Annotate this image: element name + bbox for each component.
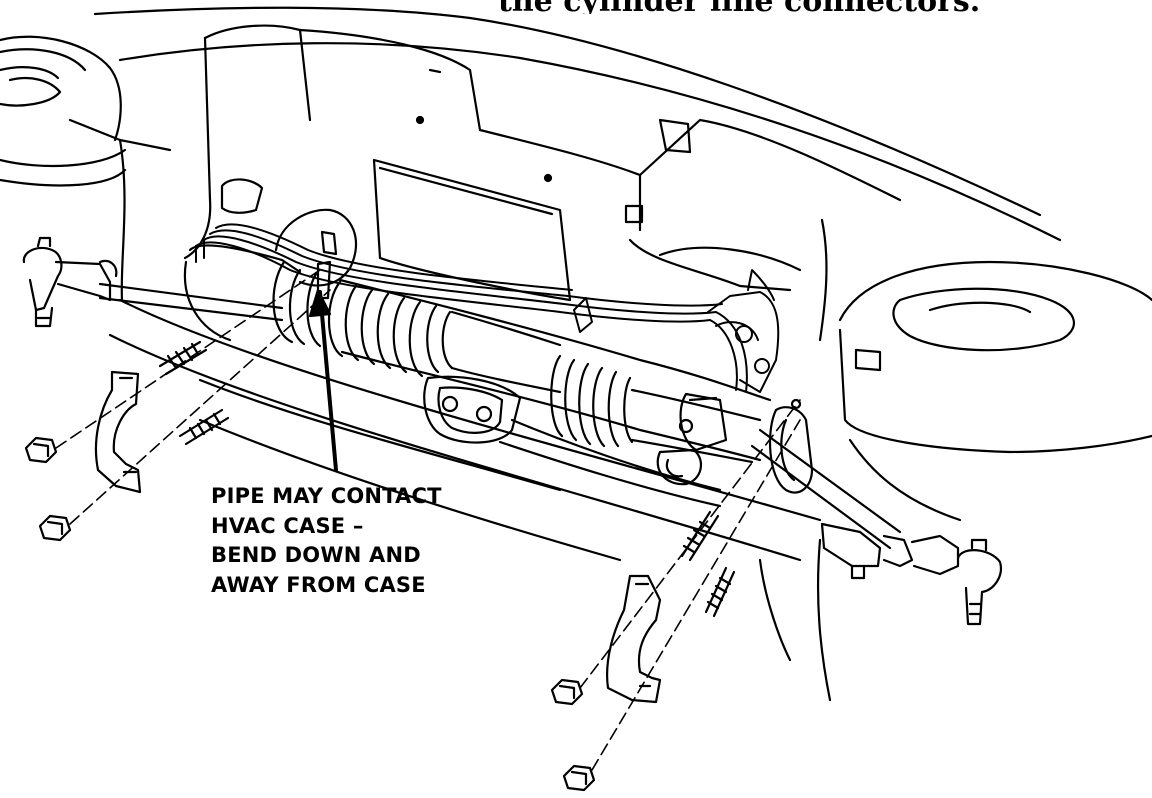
callout-label: PIPE MAY CONTACT HVAC CASE – BEND DOWN A… [211, 482, 511, 600]
page-heading-cropped: the cylinder line connectors. [498, 0, 1152, 14]
callout-line-3: BEND DOWN AND [211, 543, 421, 567]
fluid-pipes [195, 223, 780, 393]
callout-line-4: AWAY FROM CASE [211, 572, 426, 597]
right-strut-tower [758, 260, 1152, 702]
left-strut-tower [0, 35, 127, 187]
left-tie-rod-end [22, 236, 118, 328]
contact-highlight [274, 208, 358, 300]
steering-rack [98, 244, 902, 550]
callout-line-1: PIPE MAY CONTACT [211, 484, 442, 508]
callout-line-2: HVAC CASE – [211, 513, 364, 538]
firewall-body [68, 6, 1062, 562]
right-tie-rod-end [820, 522, 1002, 626]
right-clamp-hardware [550, 399, 801, 792]
left-clamp-hardware [24, 269, 331, 542]
callout-arrow [308, 288, 338, 472]
